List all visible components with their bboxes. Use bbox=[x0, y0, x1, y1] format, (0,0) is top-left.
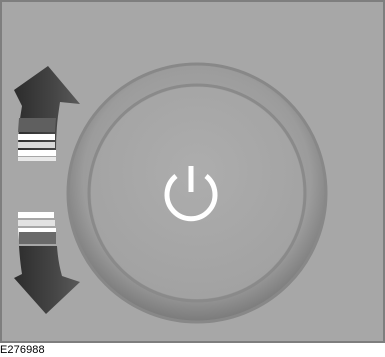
power-volume-knob[interactable] bbox=[68, 64, 326, 322]
knob-face bbox=[91, 87, 303, 299]
figure-code: E276988 bbox=[0, 344, 48, 357]
